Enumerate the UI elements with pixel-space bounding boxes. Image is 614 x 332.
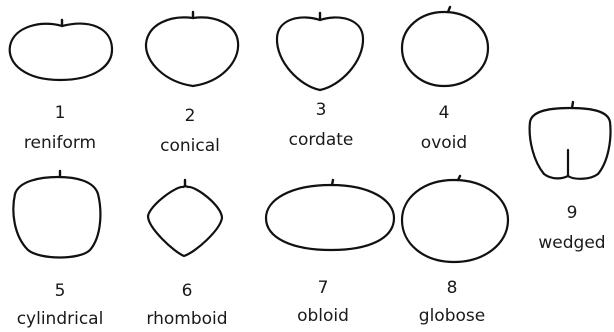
obloid-outline — [266, 185, 394, 250]
shape-item-rhomboid: 6 rhomboid — [146, 180, 227, 329]
shape-number: 1 — [55, 103, 66, 123]
shape-item-reniform: 1 reniform — [10, 20, 112, 153]
shape-number: 8 — [447, 278, 458, 298]
ovoid-outline — [402, 12, 488, 86]
shape-item-wedged: 9 wedged — [530, 102, 611, 253]
globose-outline — [402, 180, 508, 262]
rhomboid-outline — [148, 186, 222, 256]
reniform-outline — [10, 24, 112, 80]
shape-number: 3 — [316, 100, 327, 120]
shape-number: 6 — [182, 281, 193, 301]
shape-item-globose: 8 globose — [402, 176, 508, 326]
shape-number: 5 — [55, 281, 66, 301]
shape-number: 7 — [318, 278, 329, 298]
cylindrical-outline — [13, 177, 100, 258]
shape-label: reniform — [24, 133, 96, 153]
shape-item-ovoid: 4 ovoid — [402, 7, 488, 153]
shape-item-cordate: 3 cordate — [277, 13, 363, 150]
shape-label: rhomboid — [146, 309, 227, 329]
shape-label: globose — [419, 306, 485, 326]
shape-number: 2 — [185, 106, 196, 126]
shape-item-cylindrical: 5 cylindrical — [13, 171, 103, 329]
cordate-outline — [277, 17, 363, 90]
wedged-stem — [572, 102, 573, 108]
shape-label: conical — [160, 136, 220, 156]
shape-number: 9 — [567, 203, 578, 223]
shape-label: ovoid — [421, 133, 467, 153]
shape-item-conical: 2 conical — [146, 12, 238, 156]
shape-label: obloid — [297, 306, 349, 326]
obloid-stem — [332, 180, 333, 185]
shape-label: cordate — [289, 130, 354, 150]
wedged-outline — [530, 108, 611, 179]
conical-outline — [146, 17, 238, 86]
shape-label: wedged — [538, 233, 605, 253]
shape-label: cylindrical — [17, 309, 104, 329]
shape-item-obloid: 7 obloid — [266, 180, 394, 326]
shape-number: 4 — [439, 103, 450, 123]
